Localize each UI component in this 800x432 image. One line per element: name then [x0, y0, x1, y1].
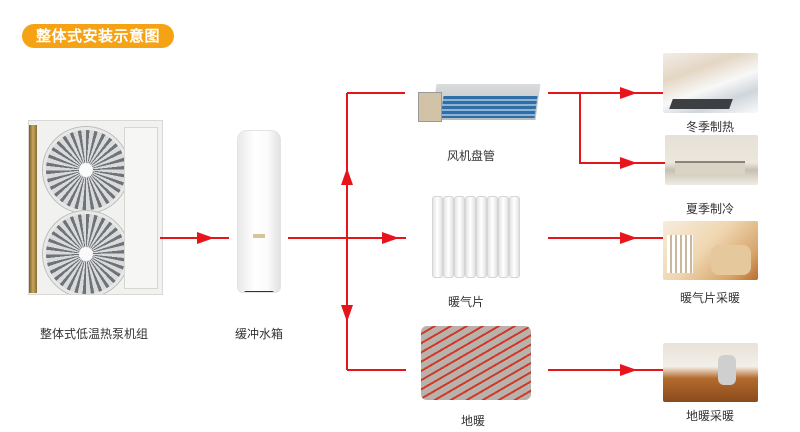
radiator-fin	[432, 196, 443, 278]
condenser-coil	[29, 125, 37, 293]
buffer-tank-label: 缓冲水箱	[234, 327, 284, 341]
radiator-fin	[509, 196, 520, 278]
radiator-image	[430, 192, 520, 280]
arrow-right-icon	[620, 87, 637, 99]
fan-coil-split-line	[579, 93, 665, 164]
living-room-photo	[665, 135, 758, 185]
tank-nameplate	[253, 234, 265, 238]
fan-coil-motor	[418, 92, 442, 122]
radiator-label: 暖气片	[447, 295, 485, 309]
radiator-room-photo	[663, 221, 758, 280]
family-floor-photo	[663, 343, 758, 402]
radiator-heating-label: 暖气片采暖	[679, 291, 741, 305]
arrow-right-icon	[197, 232, 214, 244]
arrow-up-icon	[341, 168, 353, 185]
radiator-fin	[487, 196, 498, 278]
summer-cooling-label: 夏季制冷	[685, 202, 735, 216]
fan-coil-image	[416, 82, 541, 127]
diagram-title-badge: 整体式安装示意图	[22, 24, 174, 48]
radiator-fin	[498, 196, 509, 278]
floor-heating-use-label: 地暖采暖	[685, 409, 735, 423]
arrow-right-icon	[382, 232, 399, 244]
floor-heating-pipes-image	[421, 326, 531, 400]
arrow-down-icon	[341, 305, 353, 322]
fan-coil-label: 风机盘管	[446, 149, 496, 163]
arrow-right-icon	[620, 232, 637, 244]
radiator-fin	[454, 196, 465, 278]
tank-base	[244, 291, 274, 292]
water-tank-image	[237, 130, 281, 293]
bathroom-photo	[663, 53, 758, 113]
heat-pump-label: 整体式低温热泵机组	[39, 327, 149, 341]
floor-heating-label: 地暖	[460, 414, 486, 428]
arrow-right-icon	[620, 157, 637, 169]
side-panel	[124, 127, 158, 289]
radiator-fin	[476, 196, 487, 278]
arrow-right-icon	[620, 364, 637, 376]
radiator-fin	[443, 196, 454, 278]
winter-heating-label: 冬季制热	[685, 120, 735, 134]
heat-pump-unit-image	[28, 120, 163, 295]
radiator-fin	[465, 196, 476, 278]
